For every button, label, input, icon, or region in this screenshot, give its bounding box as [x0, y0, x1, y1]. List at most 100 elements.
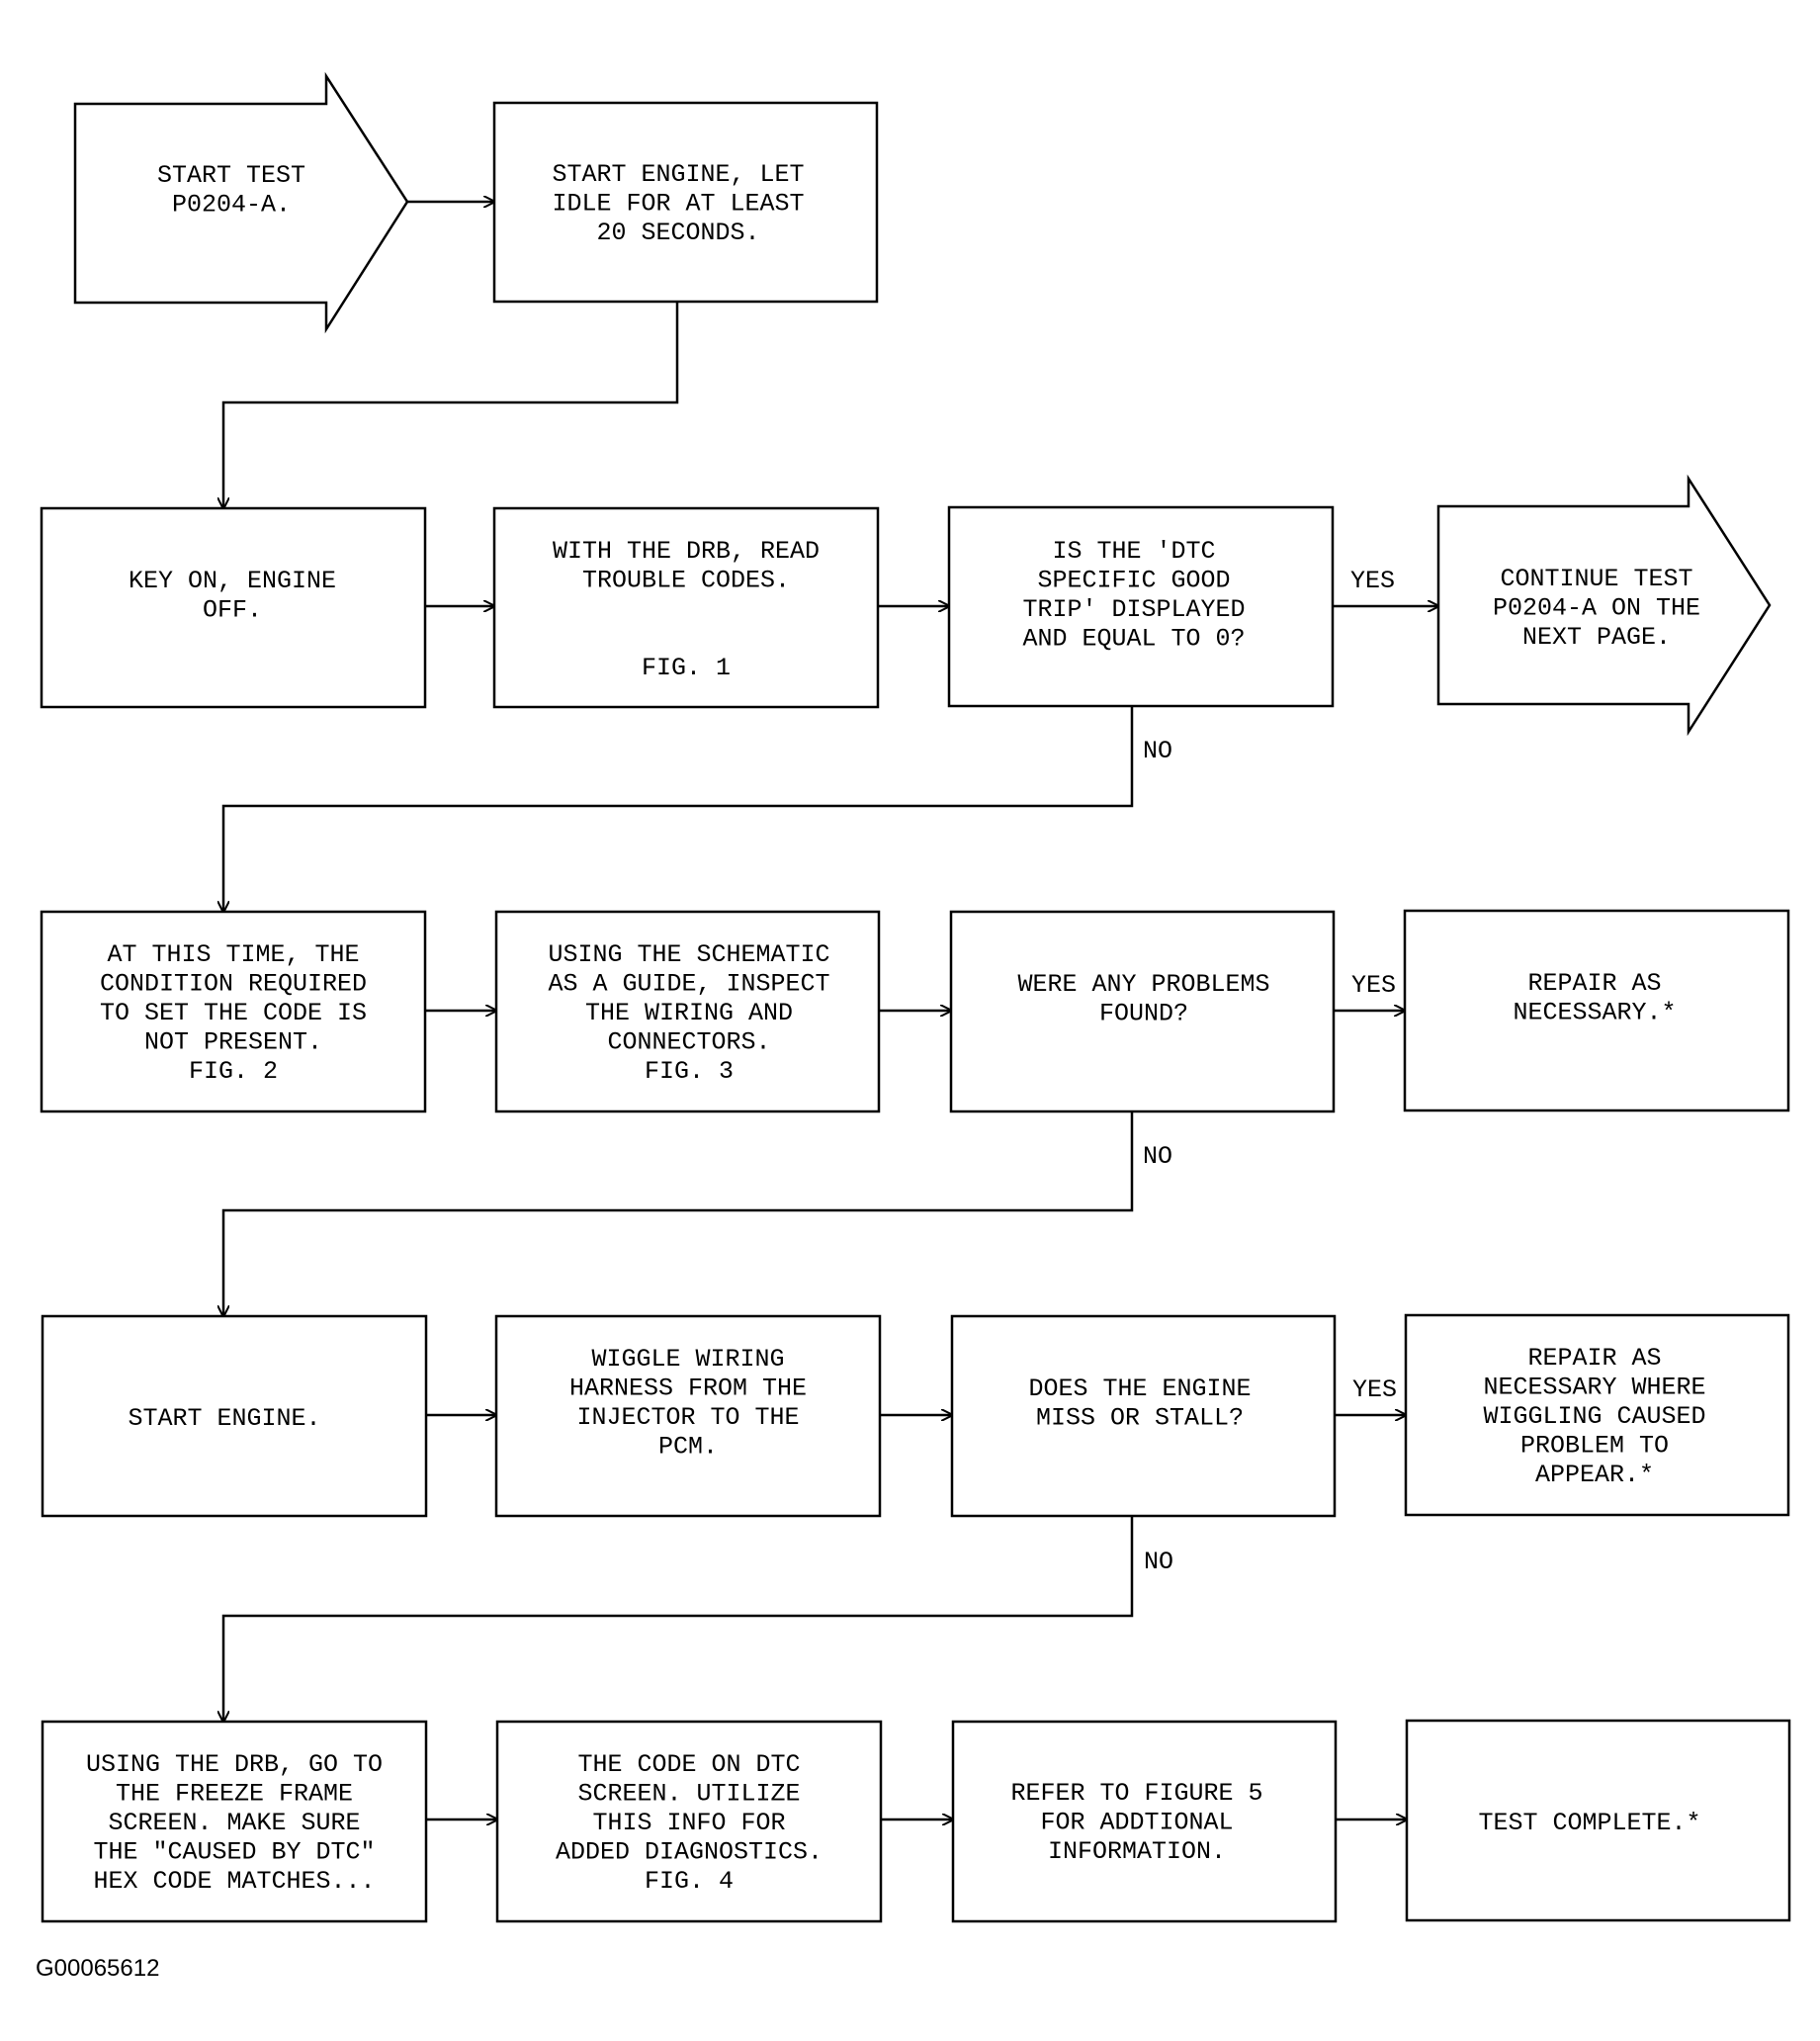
node-text-line: FIG. 3 [645, 1057, 734, 1086]
node-text-line: KEY ON, ENGINE [129, 567, 336, 595]
node-text-line: TROUBLE CODES. [582, 567, 790, 595]
node-text-line: WITH THE DRB, READ [553, 537, 820, 566]
repair-wiggle-box [1404, 1313, 1790, 1517]
connectors [223, 202, 1438, 1819]
continue-arrow-shape [1436, 474, 1772, 737]
branch-labels: YES NO YES NO YES NO [1143, 567, 1397, 1576]
yes-label-problems: YES [1351, 971, 1396, 1000]
start-engine-idle-box [492, 101, 879, 304]
node-text-line: TO SET THE CODE IS [100, 999, 367, 1027]
not-present-box [40, 910, 427, 1113]
node-text-line: IS THE 'DTC [1052, 537, 1215, 566]
wiggle-box [494, 1314, 882, 1518]
problems-question-box [949, 910, 1336, 1113]
no-label-miss: NO [1144, 1548, 1173, 1576]
node-text-line: WERE ANY PROBLEMS [1017, 970, 1269, 999]
node-text-line: DOES THE ENGINE [1028, 1375, 1251, 1403]
node-text-line: FIG. 4 [645, 1867, 734, 1896]
miss-question-box [950, 1314, 1337, 1518]
node-text-line: ADDED DIAGNOSTICS. [556, 1838, 823, 1867]
start-arrow-shape [73, 71, 409, 334]
node-text-line: THE WIRING AND [585, 999, 793, 1027]
key-on-box [40, 506, 427, 709]
node-text-line: SCREEN. MAKE SURE [108, 1809, 360, 1837]
node-text-line: 20 SECONDS. [596, 219, 759, 247]
node-text-line: AND EQUAL TO 0? [1022, 625, 1245, 654]
node-text-line: TEST COMPLETE.* [1478, 1809, 1700, 1837]
node-text-line: USING THE DRB, GO TO [86, 1750, 383, 1779]
node-text-line: REPAIR AS [1527, 969, 1661, 998]
node-text-line: THE CODE ON DTC [577, 1750, 800, 1779]
node-text-line: PROBLEM TO [1520, 1432, 1669, 1461]
no-label-problems: NO [1143, 1142, 1172, 1171]
node-text-line: HARNESS FROM THE [569, 1375, 807, 1403]
node-text-line: APPEAR.* [1535, 1461, 1654, 1489]
node-text-line: THE FREEZE FRAME [116, 1780, 353, 1809]
node-text-line: CONTINUE TEST [1500, 565, 1692, 593]
node-text-line: MISS OR STALL? [1036, 1404, 1244, 1433]
arrow-miss-no [223, 1516, 1134, 1722]
node-text-line: WIGGLING CAUSED [1483, 1402, 1705, 1431]
node-text-line: NECESSARY.* [1513, 999, 1676, 1027]
node-text-line: AS A GUIDE, INSPECT [548, 970, 829, 999]
node-text-line: WIGGLE WIRING [591, 1345, 784, 1374]
node-text-line: START TEST [157, 161, 305, 190]
node-text-line: START ENGINE. [128, 1404, 320, 1433]
yes-label-dtc: YES [1350, 567, 1395, 595]
yes-label-miss: YES [1352, 1375, 1397, 1404]
refer-box [951, 1720, 1338, 1923]
code-on-dtc-box [495, 1720, 883, 1923]
start-engine-text: START ENGINE. [128, 1404, 320, 1433]
node-text-line: THE "CAUSED BY DTC" [93, 1838, 375, 1867]
node-text-line: THIS INFO FOR [592, 1809, 785, 1837]
freeze-frame-box [41, 1720, 428, 1923]
node-text-line: OFF. [203, 596, 262, 625]
arrow-dtc-no [223, 706, 1134, 912]
arrow-problems-no [223, 1111, 1134, 1316]
node-text-line: START ENGINE, LET [552, 160, 804, 189]
node-text-line: INJECTOR TO THE [576, 1403, 799, 1432]
arrow-idle-to-key-on [223, 302, 679, 508]
node-text-line: HEX CODE MATCHES... [93, 1867, 375, 1896]
node-text-line: INFORMATION. [1048, 1837, 1226, 1866]
start-engine-box [41, 1314, 428, 1518]
node-text-line: SCREEN. UTILIZE [577, 1780, 800, 1809]
node-text-line: TRIP' DISPLAYED [1022, 595, 1245, 624]
node-text-line: FOR ADDTIONAL [1040, 1809, 1233, 1837]
node-text-line: REPAIR AS [1527, 1344, 1661, 1373]
complete-box [1405, 1719, 1791, 1922]
node-text-line: FIG. 1 [642, 654, 731, 682]
node-text-line: NOT PRESENT. [144, 1028, 322, 1057]
node-text-line: NECESSARY WHERE [1483, 1374, 1705, 1402]
inspect-wiring-box [494, 910, 881, 1113]
node-text-line: P0204-A ON THE [1493, 594, 1700, 623]
dtc-question-box [947, 505, 1335, 708]
node-text-line: FOUND? [1099, 1000, 1188, 1028]
read-codes-box [492, 506, 880, 709]
node-text-line: CONDITION REQUIRED [100, 970, 367, 999]
nodes [40, 71, 1791, 1923]
node-text-line: PCM. [658, 1433, 718, 1462]
node-text-line: NEXT PAGE. [1522, 623, 1671, 652]
no-label-dtc: NO [1143, 737, 1172, 765]
node-text-line: FIG. 2 [189, 1057, 278, 1086]
node-text-line: P0204-A. [172, 191, 291, 220]
repair-box [1403, 909, 1790, 1112]
